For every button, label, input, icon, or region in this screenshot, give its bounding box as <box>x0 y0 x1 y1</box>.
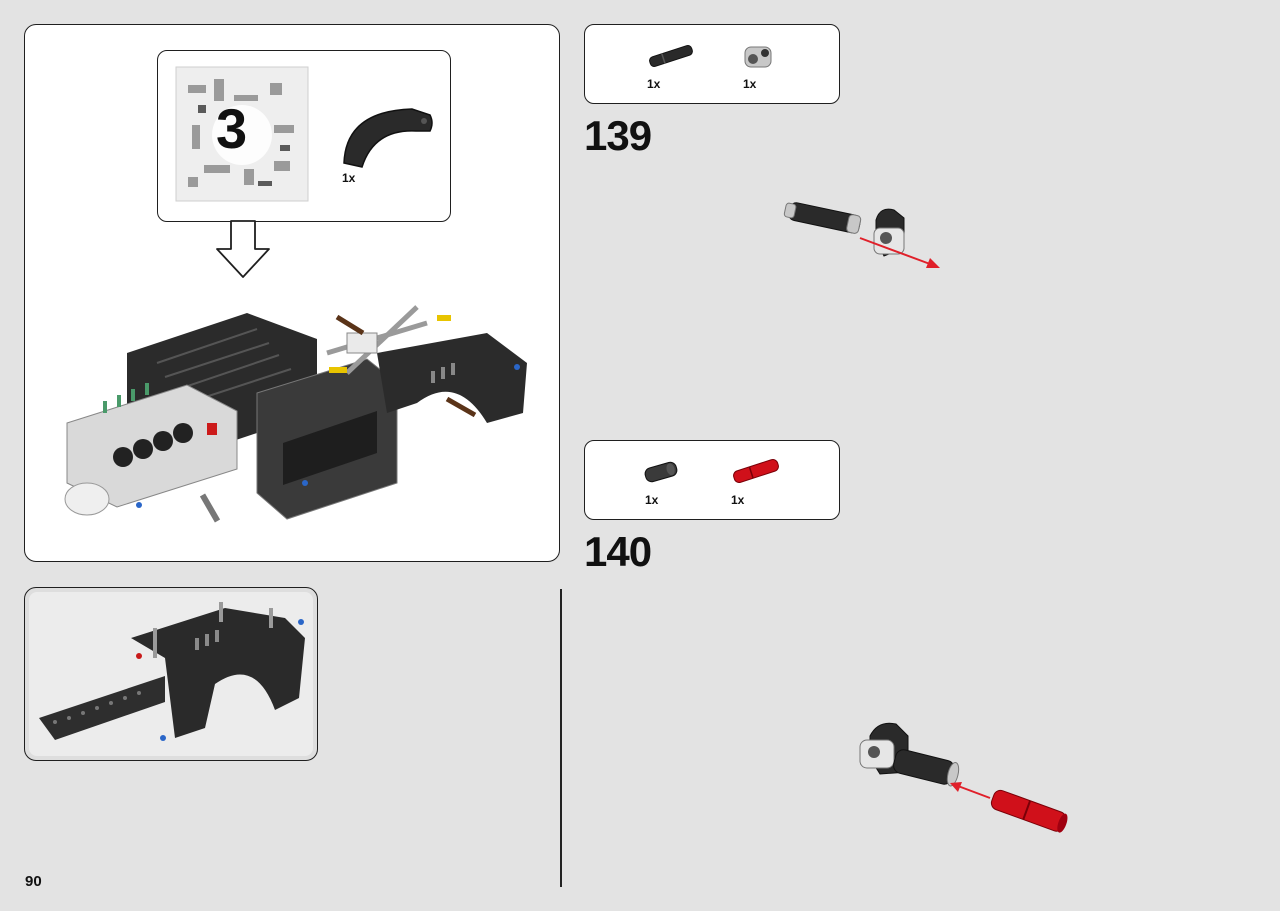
step-140-part-1-qty: 1x <box>645 493 659 507</box>
step-139-parts-box: 1x 1x <box>584 24 840 104</box>
step-139-part-2-qty: 1x <box>743 77 757 91</box>
subassembly-panel <box>24 587 318 761</box>
bag-callout: 3 1x <box>157 50 451 222</box>
chassis-model-illustration <box>64 305 527 523</box>
main-assembly-panel: 3 1x <box>24 24 560 562</box>
mudguard-qty: 1x <box>342 171 356 185</box>
bag-number: 3 <box>216 97 248 160</box>
page-number: 90 <box>25 873 42 890</box>
gray-pin-connector-icon <box>744 46 772 68</box>
red-axle-pin-icon <box>733 458 779 484</box>
subassembly-illustration <box>39 602 305 741</box>
step-140-part-2-qty: 1x <box>731 493 745 507</box>
black-bush-icon <box>644 461 678 483</box>
curved-mudguard-icon <box>343 108 433 168</box>
page-divider <box>560 589 562 887</box>
down-arrow-icon <box>216 220 270 278</box>
step-140-illustration <box>859 722 1068 833</box>
step-139-illustration <box>783 202 940 268</box>
step-139-number: 139 <box>584 112 652 159</box>
step-139-part-1-qty: 1x <box>647 77 661 91</box>
step-140-parts-box: 1x 1x <box>584 440 840 520</box>
black-axle-pin-icon <box>649 44 693 68</box>
parts-bag-icon <box>175 66 309 202</box>
step-140-number: 140 <box>584 528 652 575</box>
